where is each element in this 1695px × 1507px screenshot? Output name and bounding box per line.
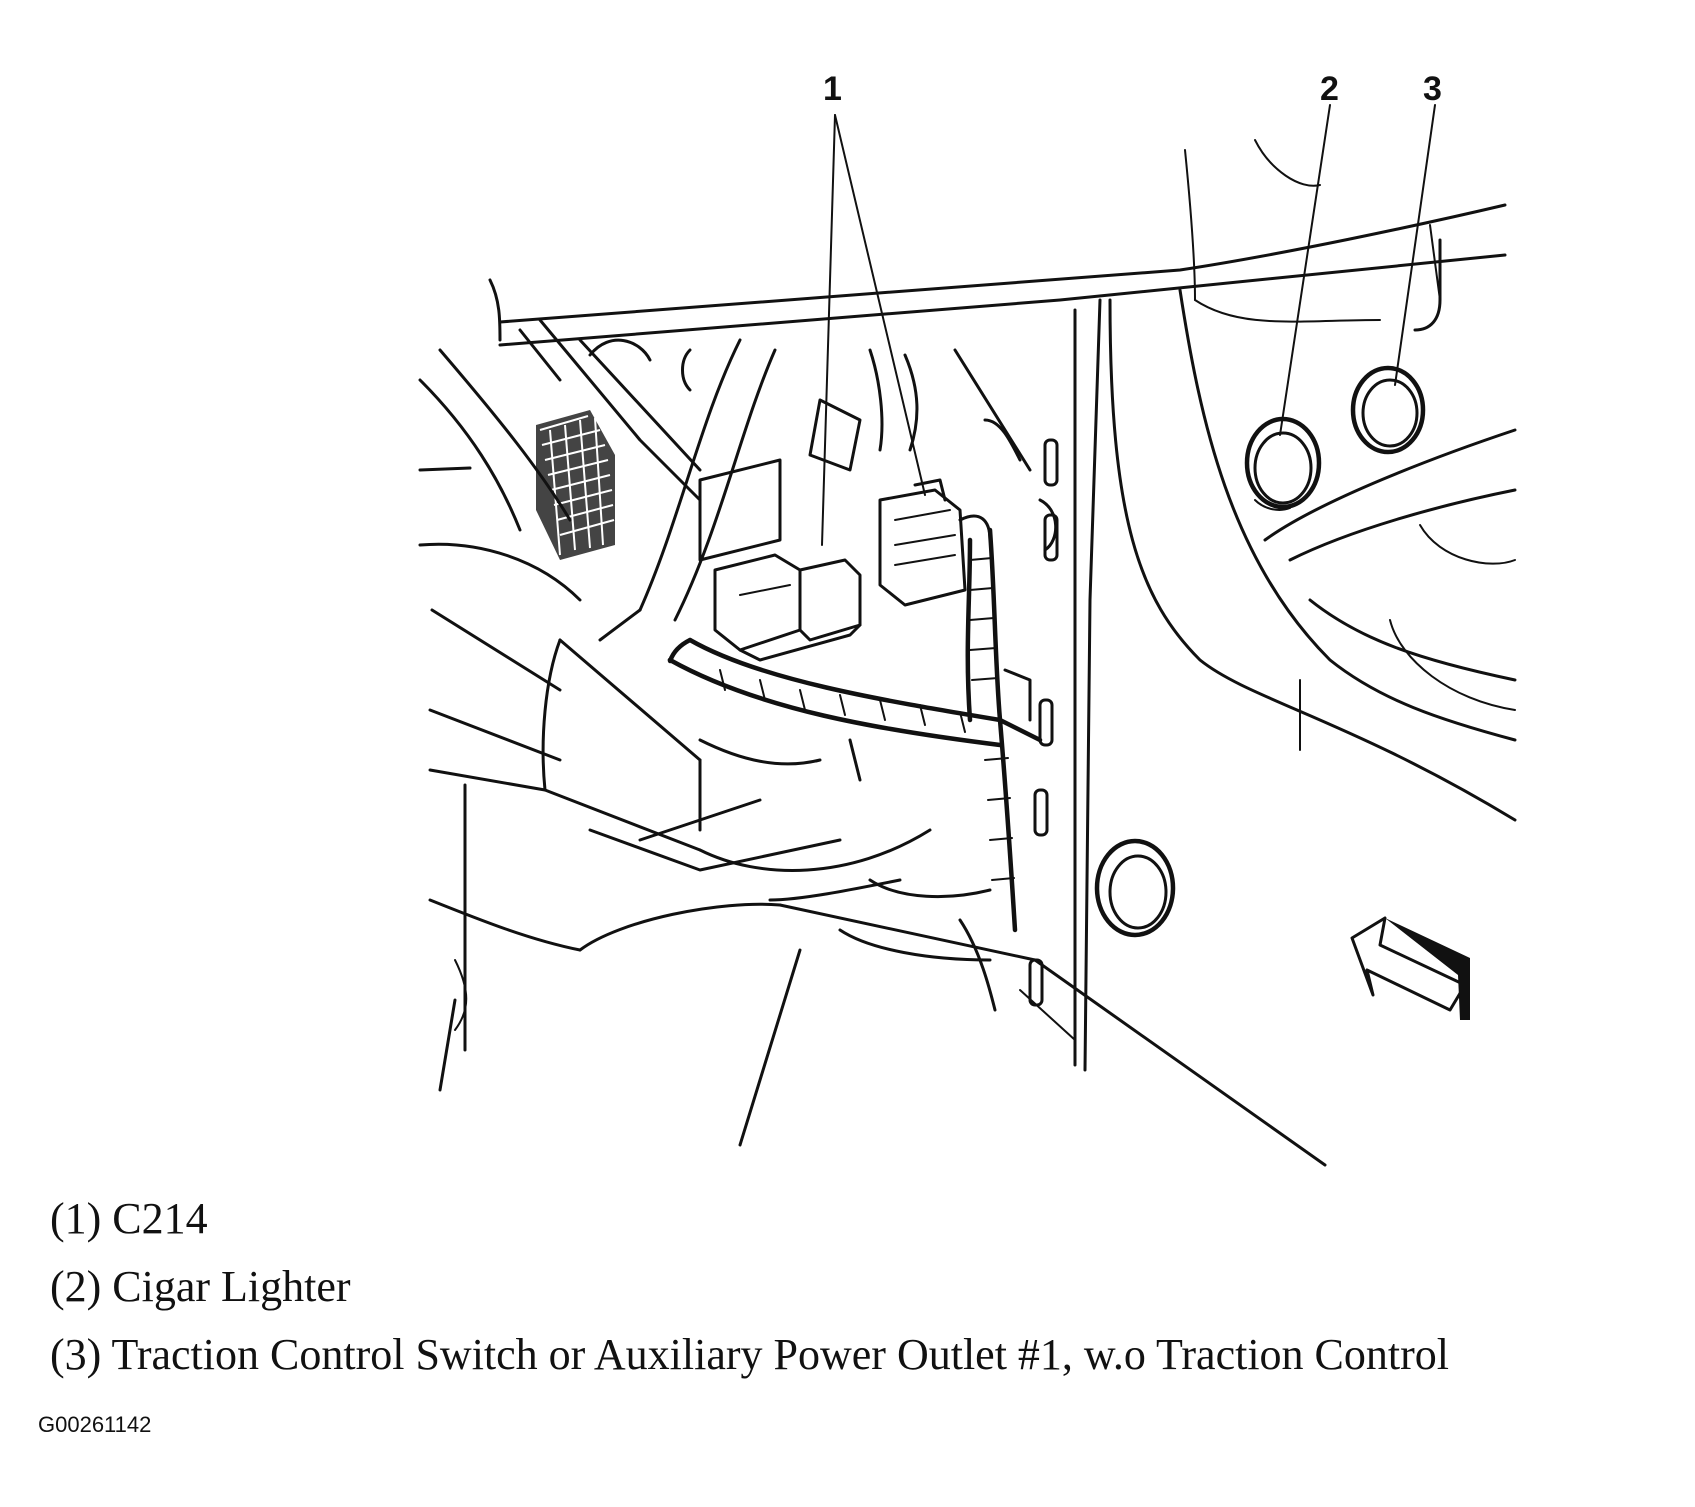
c214-connector-left <box>713 553 862 662</box>
leader-line-1b <box>834 114 926 496</box>
cigar-lighter <box>1244 416 1322 511</box>
tube-left <box>598 338 777 642</box>
callout-3: 3 <box>1423 70 1442 108</box>
callout-2: 2 <box>1320 70 1339 108</box>
figure-id: G00261142 <box>38 1412 152 1437</box>
legend-item-2: (2) Cigar Lighter <box>50 1262 351 1311</box>
trim-panel <box>1019 288 1517 1167</box>
legend-item-3: (3) Traction Control Switch or Auxiliary… <box>50 1330 1449 1379</box>
console-opening <box>1263 224 1517 711</box>
speaker-grille <box>536 410 615 560</box>
leader-line-1a <box>821 114 836 546</box>
view-direction-arrow-icon <box>1350 916 1470 1020</box>
c214-connector-right <box>878 478 992 607</box>
bracket-upper <box>698 348 1032 562</box>
leader-line-3 <box>1394 104 1436 386</box>
callout-1: 1 <box>823 70 842 108</box>
traction-control-switch <box>1350 365 1426 455</box>
leader-line-2 <box>1279 104 1331 436</box>
legend: (1) C214 (2) Cigar Lighter (3) Traction … <box>50 1185 1449 1389</box>
leader-lines <box>821 104 1436 546</box>
wire-harness <box>667 527 1043 933</box>
panel-clips <box>1003 438 1059 1007</box>
legend-item-1: (1) C214 <box>50 1194 208 1243</box>
panel-grommet <box>1094 838 1176 938</box>
dash-upper-panel <box>488 139 1507 347</box>
left-bracket <box>418 318 702 692</box>
lower-console <box>428 638 1037 1147</box>
